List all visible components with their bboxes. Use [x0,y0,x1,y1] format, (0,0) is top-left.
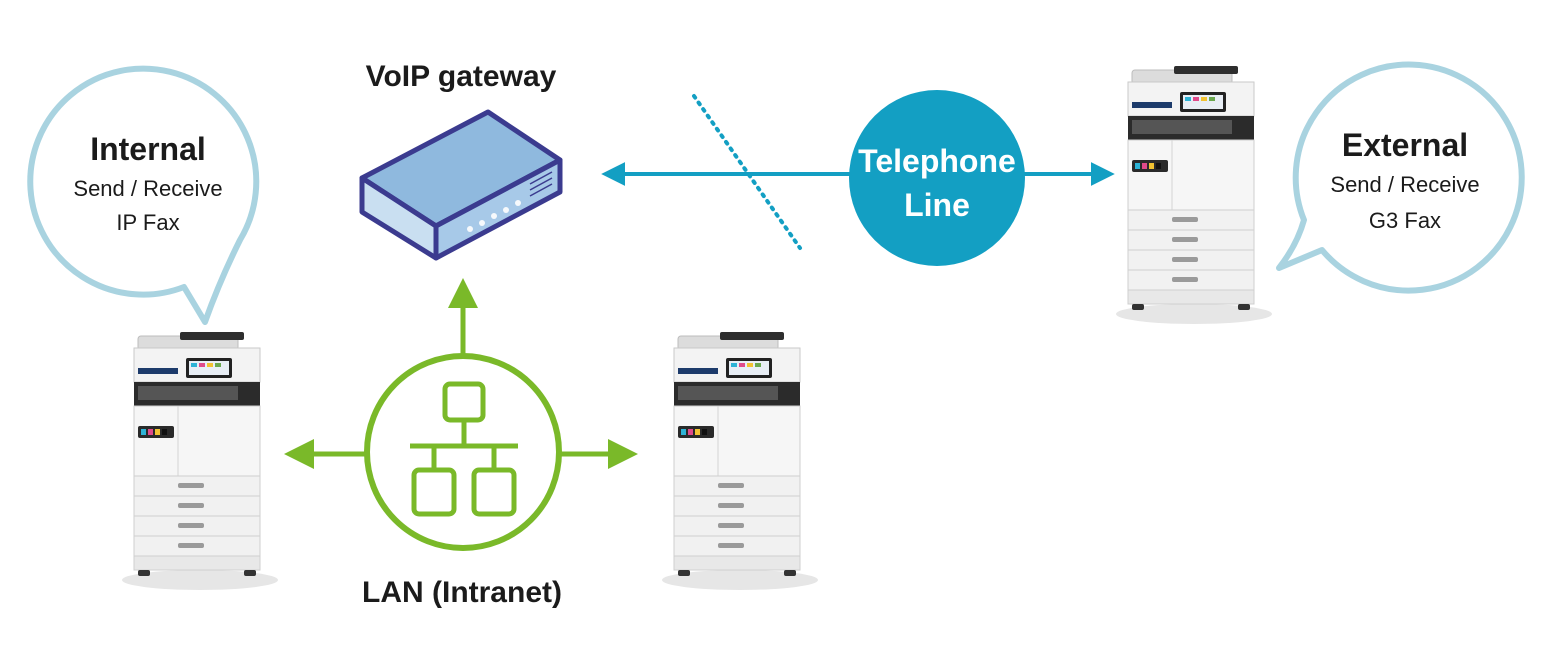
external-line2: G3 Fax [1369,208,1441,233]
external-printer [1115,66,1273,325]
lan-label: LAN (Intranet) [362,576,562,609]
external-title: External [1342,127,1468,163]
telephone-line-text-2: Line [904,187,970,223]
internal-printer-left [121,332,279,591]
internal-title: Internal [90,131,206,167]
telephone-line-text-1: Telephone [858,143,1016,179]
dotted-divider-line [692,94,802,250]
internal-printer-right [661,332,819,591]
internal-line2: IP Fax [116,210,179,235]
lan-network-icon [364,353,562,551]
voip-gateway-icon [359,109,563,261]
internal-line1: Send / Receive [73,176,222,201]
voip-gateway-label: VoIP gateway [366,60,557,93]
telephone-line-badge: Telephone Line [849,90,1025,266]
external-speech-bubble: External Send / Receive G3 Fax [1276,61,1525,294]
internal-speech-bubble: Internal Send / Receive IP Fax [27,65,260,325]
external-line1: Send / Receive [1330,172,1479,197]
